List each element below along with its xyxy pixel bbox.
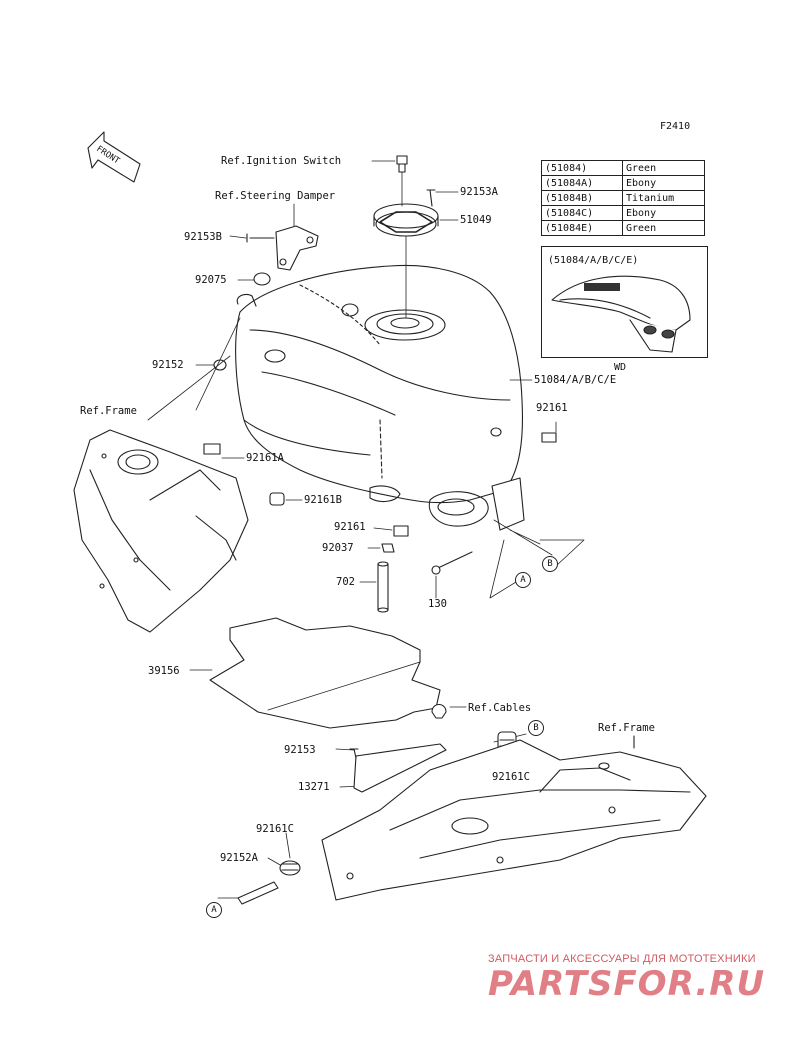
- seat-pad-fold: [267, 661, 421, 711]
- color-table: (51084)Green (51084A)Ebony (51084B)Titan…: [541, 160, 705, 236]
- strap-13271: [353, 743, 447, 793]
- label-92161-right: 92161: [536, 402, 568, 414]
- seat-pad-39156: [209, 617, 441, 729]
- ignition-switch-bolt: [396, 155, 408, 173]
- label-130: 130: [428, 598, 447, 610]
- color-code: (51084A): [541, 175, 623, 191]
- color-row: (51084C)Ebony: [541, 205, 705, 221]
- callout-b-upper: B: [542, 556, 558, 572]
- clip-92037: [381, 543, 395, 553]
- label-92161b: 92161B: [304, 494, 342, 506]
- label-92153b: 92153B: [184, 231, 222, 243]
- label-92161a: 92161A: [246, 452, 284, 464]
- hose-702: [377, 561, 389, 613]
- callout-a-upper: A: [515, 572, 531, 588]
- color-code: (51084B): [541, 190, 623, 206]
- rear-subframe: [321, 735, 707, 901]
- label-39156: 39156: [148, 665, 180, 677]
- callout-b-lower: B: [528, 720, 544, 736]
- label-ref-frame-left: Ref.Frame: [80, 405, 137, 417]
- label-ref-steering-damper: Ref.Steering Damper: [215, 190, 336, 202]
- damper-92161b: [269, 492, 285, 506]
- watermark-subtitle: ЗАПЧАСТИ И АКСЕССУАРЫ ДЛЯ МОТОТЕХНИКИ: [488, 953, 756, 965]
- left-frame: [73, 429, 249, 633]
- cable-clamp: [431, 703, 447, 719]
- label-13271: 13271: [298, 781, 330, 793]
- label-92152a: 92152A: [220, 852, 258, 864]
- pin-92152a: [237, 881, 279, 905]
- front-arrow-icon: FRONT: [87, 131, 141, 183]
- diagram-code: F2410: [660, 121, 691, 132]
- pad-92161-right: [541, 432, 557, 443]
- damper-92161c-left: [279, 860, 301, 876]
- variant-box: (51084/A/B/C/E): [541, 246, 708, 358]
- variant-tank-sketch: [551, 275, 691, 353]
- pad-92161-mid: [393, 525, 409, 537]
- grommet-92075: [253, 272, 271, 286]
- color-row: (51084E)Green: [541, 220, 705, 236]
- label-92152: 92152: [152, 359, 184, 371]
- fuel-cap: [373, 203, 439, 237]
- color-row: (51084A)Ebony: [541, 175, 705, 191]
- variant-box-title: (51084/A/B/C/E): [548, 255, 639, 266]
- label-702: 702: [336, 576, 355, 588]
- label-92153a: 92153A: [460, 186, 498, 198]
- pad-92161a: [203, 443, 221, 455]
- label-ref-frame-right: Ref.Frame: [598, 722, 655, 734]
- color-name: Green: [622, 160, 705, 176]
- bolt-92153: [349, 748, 359, 759]
- label-92161-mid: 92161: [334, 521, 366, 533]
- color-name: Ebony: [622, 175, 705, 191]
- label-51049: 51049: [460, 214, 492, 226]
- label-92161c-left: 92161C: [256, 823, 294, 835]
- variant-caption: WD: [614, 362, 627, 373]
- color-code: (51084C): [541, 205, 623, 221]
- watermark-brand: PARTSFOR.RU: [488, 964, 766, 1004]
- label-92153: 92153: [284, 744, 316, 756]
- steering-damper-bracket: [246, 225, 319, 271]
- color-name: Titanium: [622, 190, 705, 206]
- leader-lines: [147, 160, 585, 899]
- label-ref-ignition-switch: Ref.Ignition Switch: [221, 155, 342, 167]
- bolt-92153a: [426, 189, 436, 207]
- label-51084: 51084/A/B/C/E: [534, 374, 617, 386]
- label-ref-cables: Ref.Cables: [468, 702, 532, 714]
- color-name: Ebony: [622, 205, 705, 221]
- color-row: (51084)Green: [541, 160, 705, 176]
- label-92075: 92075: [195, 274, 227, 286]
- color-code: (51084): [541, 160, 623, 176]
- bolt-130: [431, 551, 473, 575]
- callout-a-lower: A: [206, 902, 222, 918]
- label-92161c-right: 92161C: [492, 771, 530, 783]
- fuel-tank: [235, 264, 525, 531]
- color-code: (51084E): [541, 220, 623, 236]
- label-92037: 92037: [322, 542, 354, 554]
- color-name: Green: [622, 220, 705, 236]
- color-row: (51084B)Titanium: [541, 190, 705, 206]
